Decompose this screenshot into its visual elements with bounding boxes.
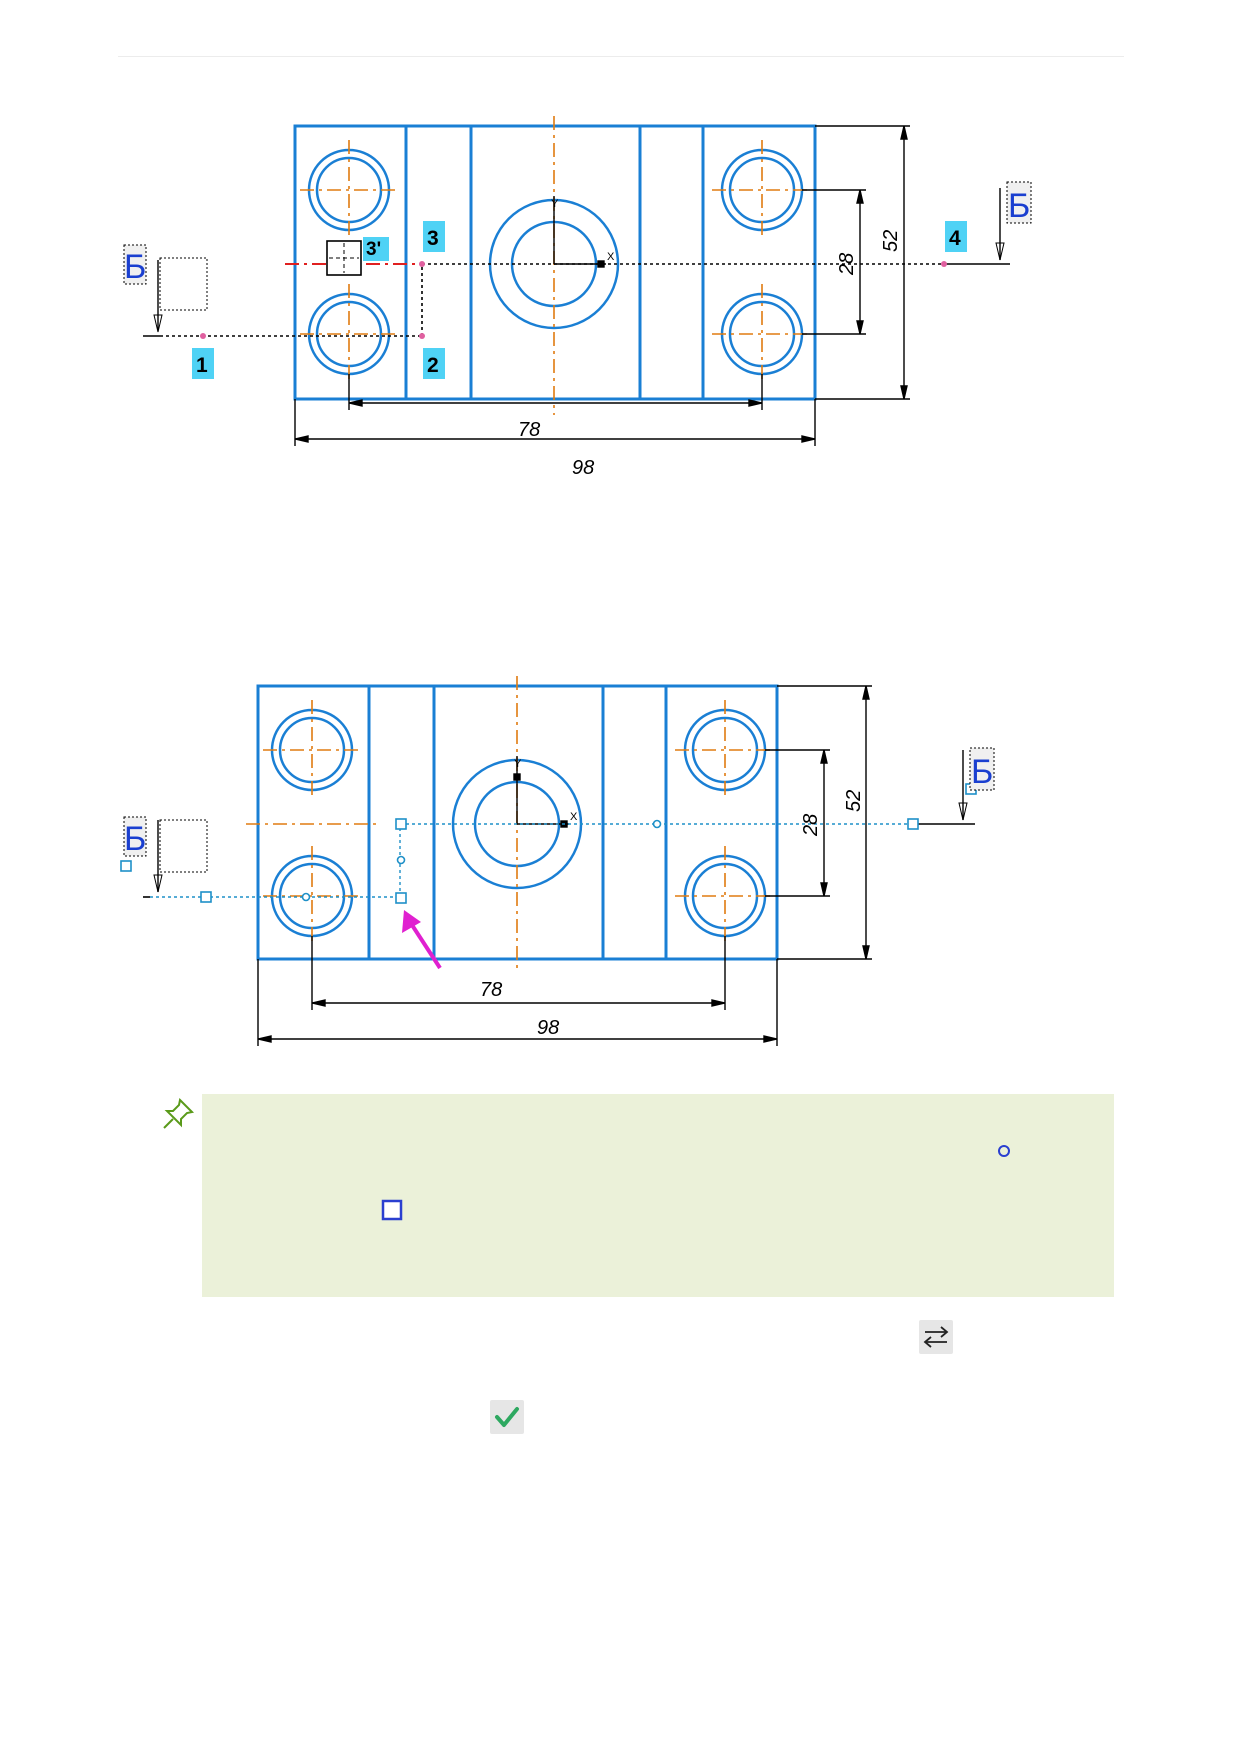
center-lines <box>300 116 810 415</box>
note-box <box>202 1094 1114 1297</box>
label-point-3: 3 <box>427 227 439 250</box>
drawing-section-path: Y X 3' 1 2 3 4 Б Б <box>123 116 1032 479</box>
swap-arrows-icon[interactable] <box>919 1320 953 1354</box>
section-letter-left: Б <box>124 820 146 858</box>
pushpin-icon <box>163 1097 195 1129</box>
axis-x-label: X <box>607 251 615 263</box>
section-letter-right: Б <box>971 753 993 791</box>
axis-y-label: Y <box>551 198 559 210</box>
drawing-section-edit: Y X Б Б <box>120 676 995 1046</box>
checkmark-icon[interactable] <box>490 1400 524 1434</box>
page-top-rule <box>118 56 1124 57</box>
path-vertices <box>200 261 947 339</box>
circle-handle-icon <box>998 1145 1010 1157</box>
label-point-1: 1 <box>196 354 208 377</box>
dim-52: 52 <box>880 230 902 252</box>
dimensions-1 <box>294 125 910 446</box>
pointer-arrow <box>402 910 442 970</box>
bolt-holes <box>270 708 767 938</box>
label-3-prime-bg <box>363 237 389 261</box>
dimensions-2 <box>257 685 872 1046</box>
label-3-prime: 3' <box>366 239 381 260</box>
dim-78: 78 <box>518 419 540 441</box>
section-path <box>160 263 945 337</box>
bolt-holes <box>307 148 804 376</box>
dim-52: 52 <box>843 790 865 812</box>
label-point-4: 4 <box>949 227 961 250</box>
dim-28: 28 <box>836 253 858 276</box>
dim-98: 98 <box>572 457 594 479</box>
section-letter-right: Б <box>1008 187 1030 225</box>
local-axes <box>513 756 569 828</box>
axis-y-label: Y <box>514 758 522 770</box>
section-letter-left: Б <box>124 248 146 286</box>
dim-78: 78 <box>480 979 502 1001</box>
square-handle-icon <box>381 1199 403 1221</box>
point-3-prime-marker <box>326 240 362 276</box>
axis-x-label: X <box>570 811 578 823</box>
label-point-2: 2 <box>427 354 439 377</box>
dim-28: 28 <box>800 814 822 837</box>
part-outline <box>293 124 817 401</box>
dim-98: 98 <box>537 1017 559 1039</box>
